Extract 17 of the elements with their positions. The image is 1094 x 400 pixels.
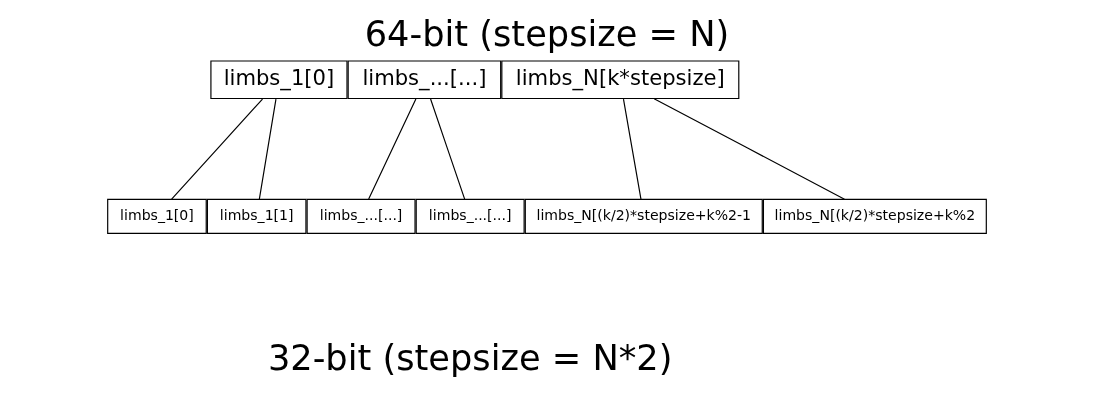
node-box: limbs_N[(k/2)*stepsize+k%2-1	[524, 198, 763, 234]
node-box: limbs_1[0]	[107, 198, 207, 234]
connector	[622, 98, 642, 200]
node-box: limbs_1[0]	[210, 60, 348, 100]
node-box: limbs_...[...]	[415, 198, 525, 234]
connector	[171, 98, 264, 200]
connector	[368, 98, 417, 200]
diagram-title: 64-bit (stepsize = N)	[364, 12, 730, 54]
connector	[653, 98, 846, 200]
node-box: limbs_...[...]	[306, 198, 416, 234]
node-box: limbs_N[(k/2)*stepsize+k%2	[762, 198, 987, 234]
caption: 32-bit (stepsize = N*2)	[267, 336, 673, 378]
node-box: limbs_N[k*stepsize]	[501, 60, 740, 100]
node-box: limbs_1[1]	[206, 198, 307, 234]
connector	[430, 98, 466, 200]
connector	[258, 98, 277, 200]
node-box: limbs_...[...]	[347, 60, 502, 100]
